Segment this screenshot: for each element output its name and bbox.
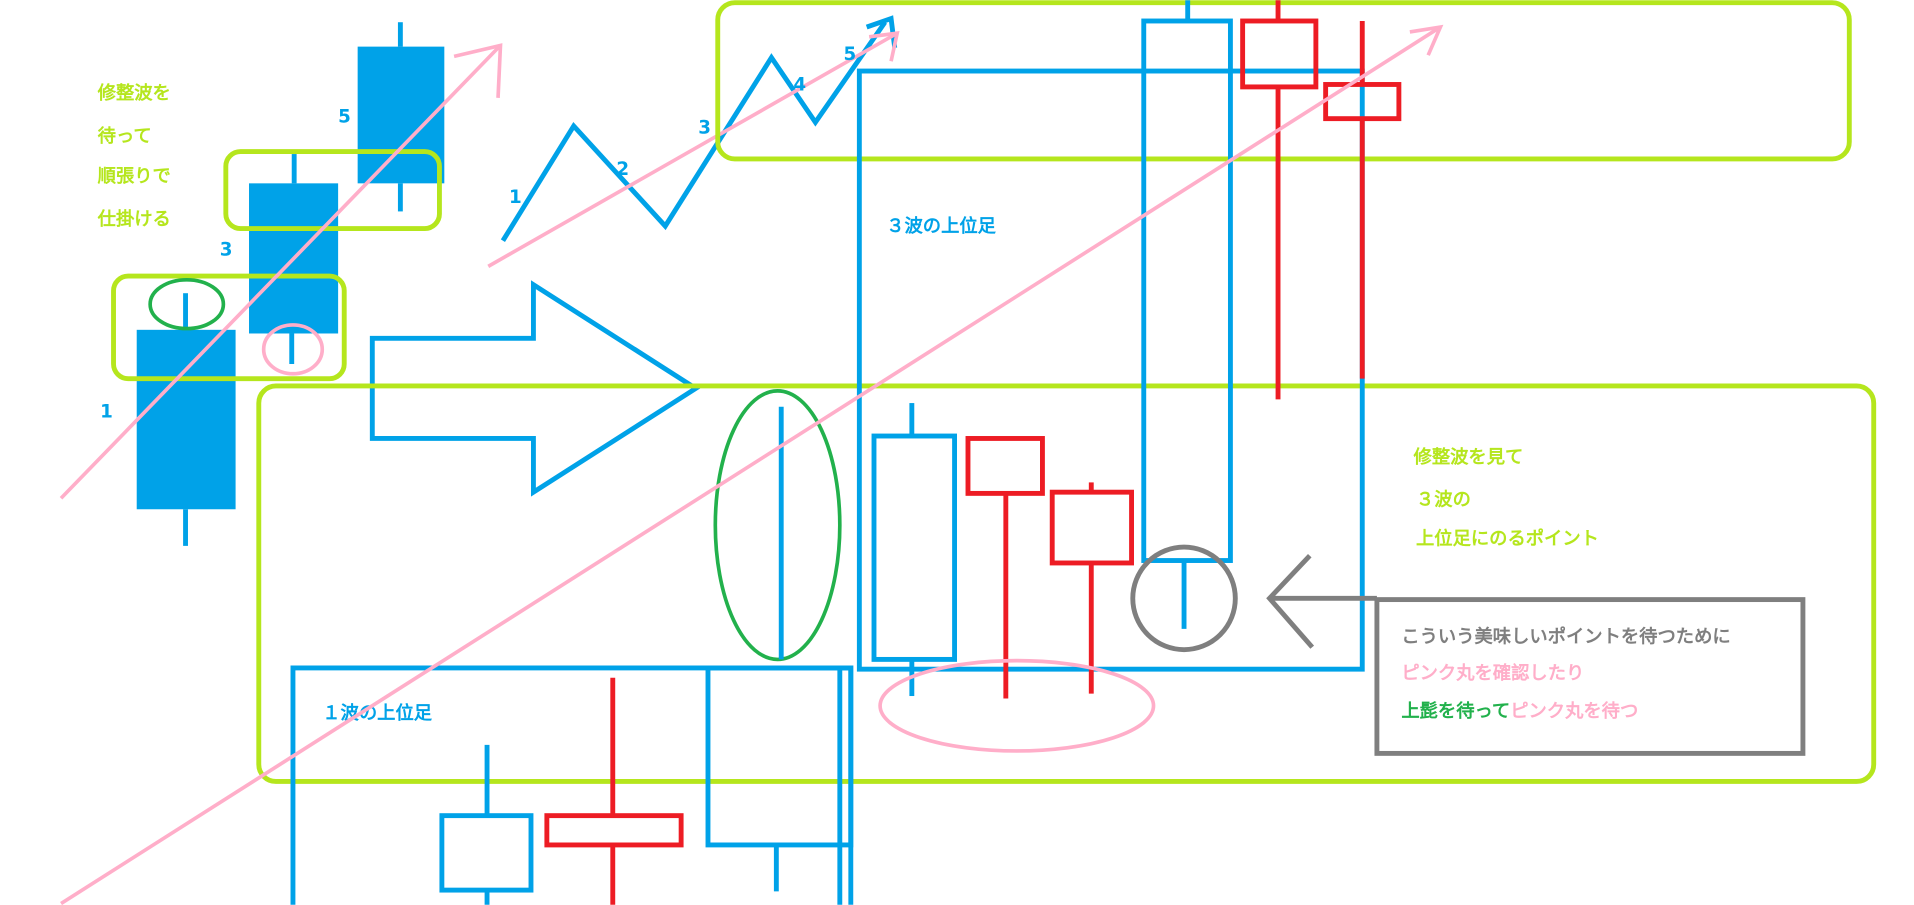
correction-box-2 bbox=[223, 149, 442, 231]
pink-circle-large bbox=[878, 658, 1156, 753]
trend-arrow-long bbox=[60, 24, 1444, 905]
callout-box bbox=[1374, 597, 1806, 756]
zigzag-label-3: 3 bbox=[698, 117, 711, 138]
wave1-higher-tf-label: １波の上位足 bbox=[322, 702, 432, 724]
red-candle bbox=[965, 436, 1045, 496]
candle-wave5 bbox=[357, 46, 445, 184]
zigzag-label-2: 2 bbox=[616, 159, 629, 180]
tall-candle bbox=[1141, 18, 1233, 563]
correction-box-1 bbox=[111, 273, 347, 382]
note-line: 順張りで bbox=[98, 166, 171, 187]
red-candle bbox=[1049, 489, 1134, 566]
label-wave3: 3 bbox=[220, 239, 233, 260]
red-candle bbox=[1240, 18, 1319, 90]
big-right-arrow bbox=[369, 280, 701, 497]
blue-candle bbox=[871, 433, 957, 662]
elliott-zigzag bbox=[500, 20, 887, 242]
pink-circle-small bbox=[261, 323, 325, 376]
trend-arrowhead bbox=[868, 31, 900, 62]
top-correction-box bbox=[715, 0, 1852, 162]
right-note-line: ３波の bbox=[1416, 489, 1471, 511]
callout-line1: こういう美味しいポイントを待つために bbox=[1401, 625, 1730, 647]
note-line: 修整波を bbox=[97, 82, 171, 104]
callout-line3: 上髭を待ってピンク丸を待つ bbox=[1401, 700, 1638, 722]
upper-wick-circle bbox=[148, 277, 226, 331]
upper-wick-ellipse bbox=[713, 389, 842, 662]
left-chevron-arrow bbox=[1266, 553, 1315, 649]
callout-line2: ピンク丸を確認したり bbox=[1401, 662, 1584, 684]
blue-candle bbox=[439, 813, 534, 893]
wave3-higher-tf-label: ３波の上位足 bbox=[886, 215, 996, 237]
candle-wave1 bbox=[136, 329, 236, 510]
main-correction-box bbox=[256, 383, 1877, 784]
zigzag-label-4: 4 bbox=[793, 75, 806, 96]
left-note: 修整波を 待って 順張りで 仕掛ける bbox=[97, 82, 171, 230]
trend-line-zigzag bbox=[487, 31, 899, 268]
callout-line3-pink: ピンク丸を待つ bbox=[1510, 700, 1638, 722]
note-line: 仕掛ける bbox=[97, 208, 171, 230]
zigzag-label-5: 5 bbox=[843, 44, 856, 65]
blue-candle bbox=[705, 665, 854, 848]
trend-arrow-left bbox=[59, 43, 503, 500]
note-line: 待って bbox=[98, 125, 152, 147]
right-note-line: 修整波を見て bbox=[1413, 446, 1524, 468]
callout-line3-green: 上髭を待って bbox=[1401, 700, 1510, 722]
zigzag-label-1: 1 bbox=[509, 187, 522, 208]
label-wave5: 5 bbox=[338, 106, 351, 127]
label-wave1: 1 bbox=[100, 402, 113, 423]
right-note-line: 上位足にのるポイント bbox=[1416, 528, 1599, 550]
grey-circle bbox=[1130, 544, 1238, 653]
left-candles bbox=[136, 22, 445, 546]
zigzag-arrowhead bbox=[865, 15, 898, 49]
red-candle bbox=[544, 813, 684, 848]
